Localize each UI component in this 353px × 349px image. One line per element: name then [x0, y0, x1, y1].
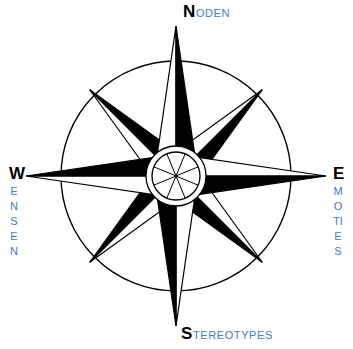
south-label: STEREOTYPES — [181, 324, 273, 344]
east-label: EMOTIES — [333, 164, 343, 259]
west-label: WENSEN — [9, 164, 19, 259]
hub-spoke — [176, 167, 198, 176]
hub-spoke — [167, 154, 176, 176]
hub-spoke — [176, 176, 185, 198]
hub-wheel — [152, 152, 200, 200]
hub-spoke — [154, 176, 176, 185]
hub-ring — [146, 146, 206, 206]
north-label: NODEN — [183, 2, 230, 22]
